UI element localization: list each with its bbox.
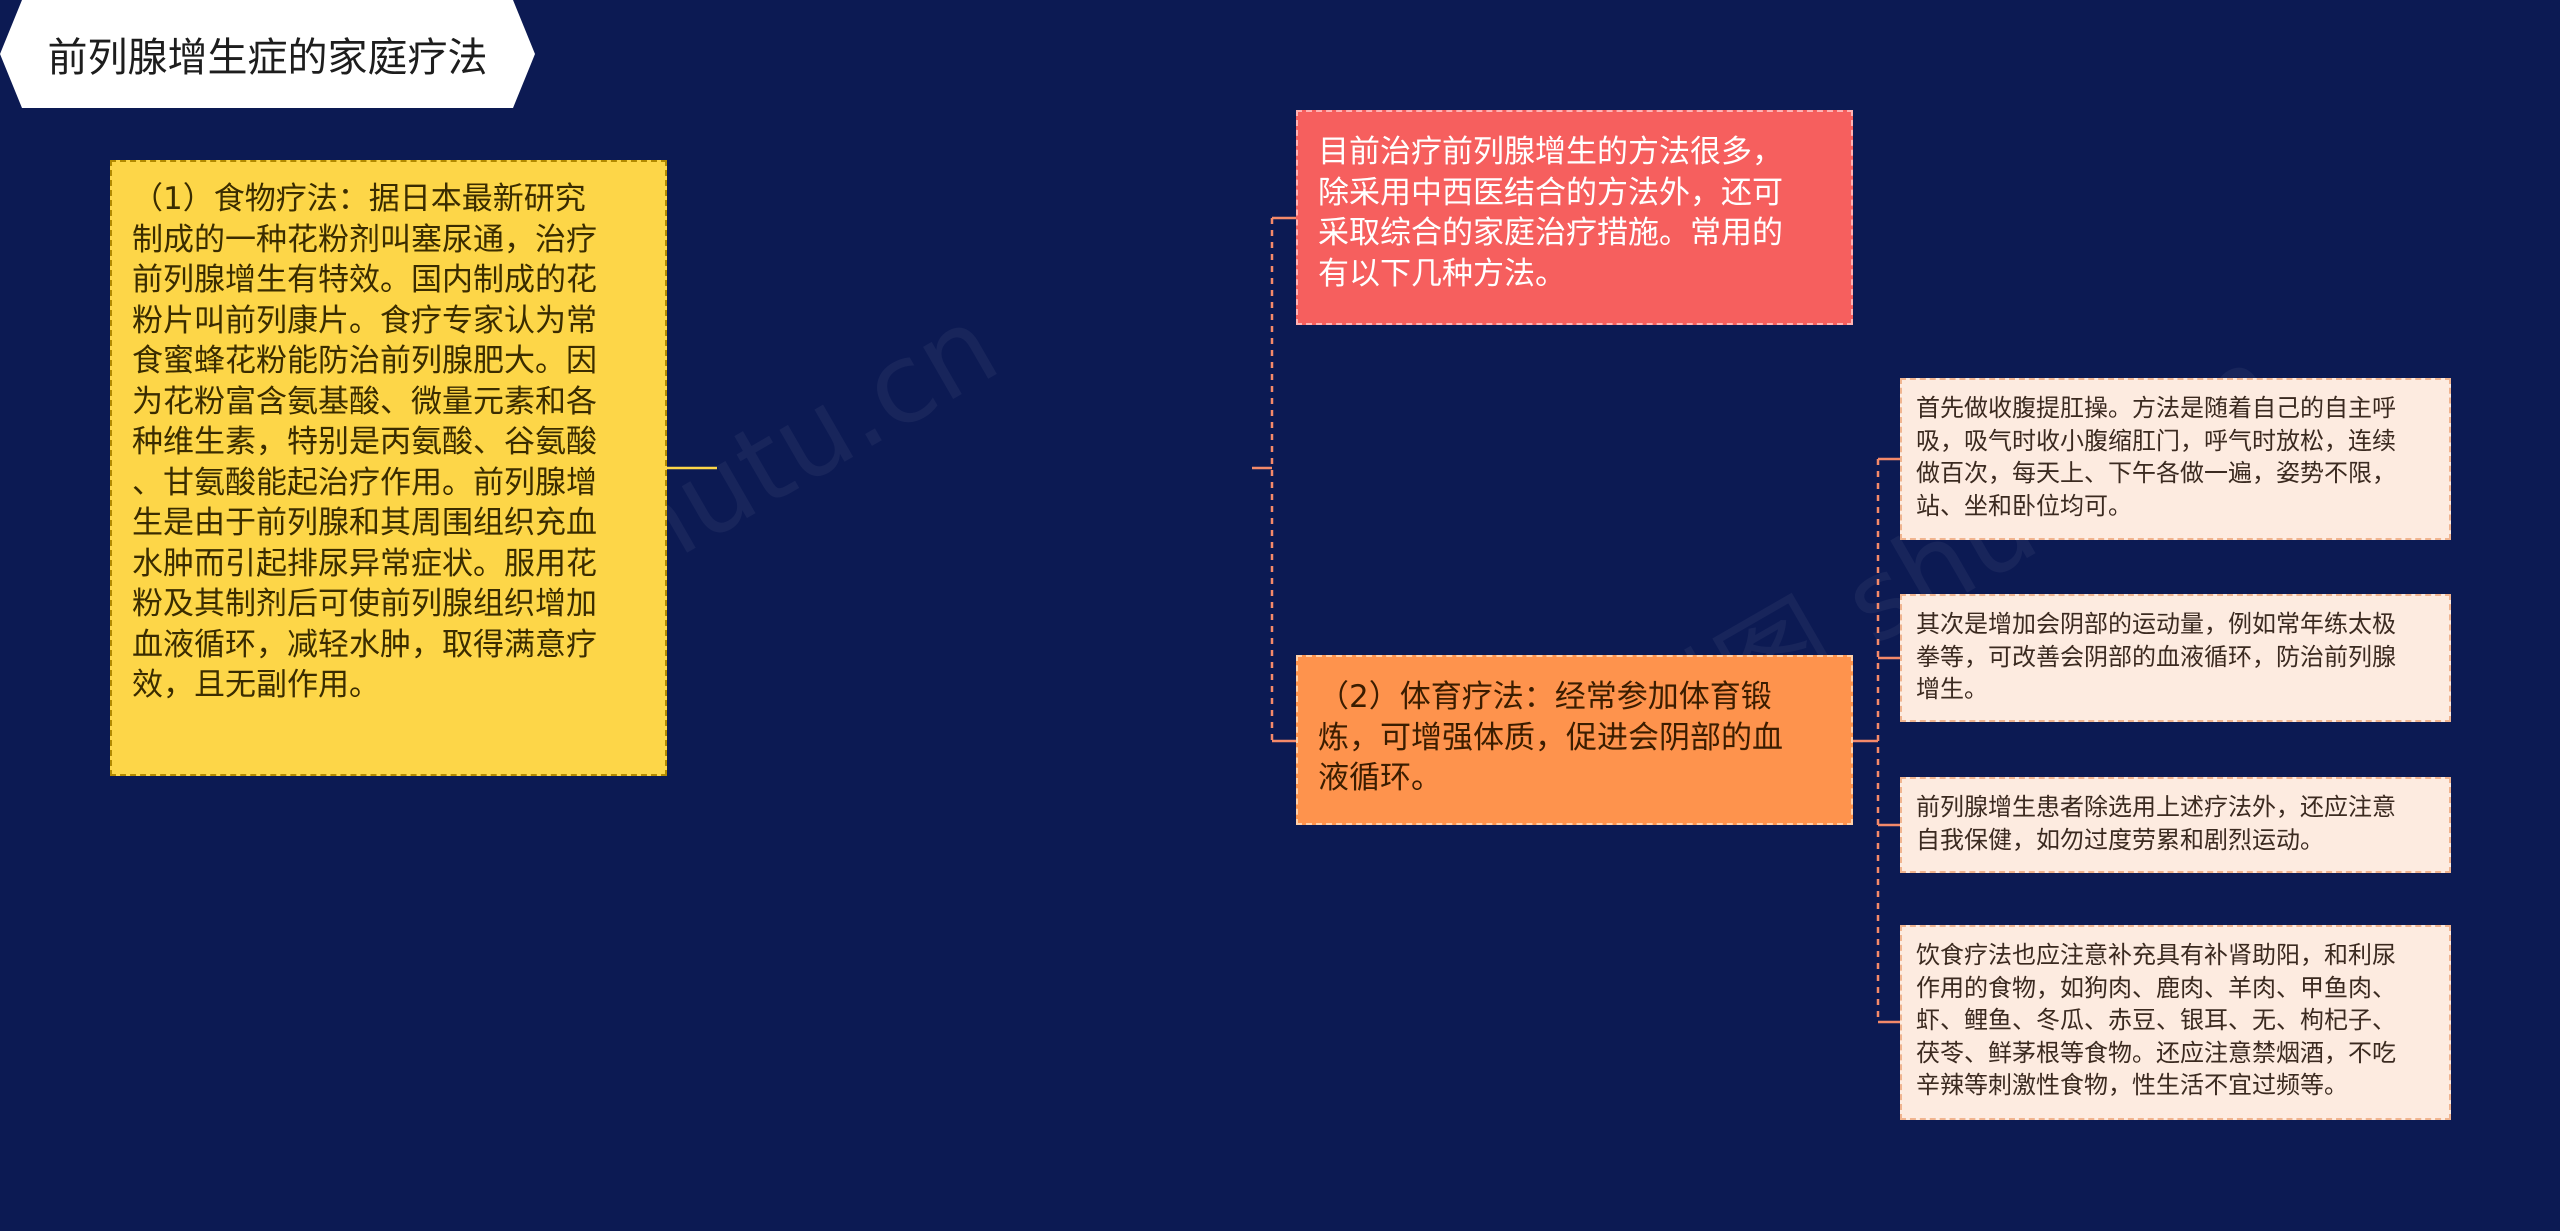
leaf-node-perineal-activity[interactable]: 其次是增加会阴部的运动量，例如常年练太极 拳等，可改善会阴部的血液循环，防治前列… xyxy=(1900,594,2451,722)
leaf-node-perineal-activity-text: 其次是增加会阴部的运动量，例如常年练太极 拳等，可改善会阴部的血液循环，防治前列… xyxy=(1916,610,2396,703)
leaf-node-pelvic-exercise-text: 首先做收腹提肛操。方法是随着自己的自主呼 吸，吸气时收小腹缩肛门，呼气时放松，连… xyxy=(1916,394,2396,520)
leaf-node-diet-text: 饮食疗法也应注意补充具有补肾助阳，和利尿 作用的食物，如狗肉、鹿肉、羊肉、甲鱼肉… xyxy=(1916,941,2396,1099)
leaf-node-pelvic-exercise[interactable]: 首先做收腹提肛操。方法是随着自己的自主呼 吸，吸气时收小腹缩肛门，呼气时放松，连… xyxy=(1900,378,2451,540)
node-exercise-therapy[interactable]: （2）体育疗法：经常参加体育锻 炼，可增强体质，促进会阴部的血 液循环。 xyxy=(1296,655,1853,825)
leaf-node-diet[interactable]: 饮食疗法也应注意补充具有补肾助阳，和利尿 作用的食物，如狗肉、鹿肉、羊肉、甲鱼肉… xyxy=(1900,925,2451,1120)
node-food-therapy[interactable]: （1）食物疗法：据日本最新研究 制成的一种花粉剂叫塞尿通，治疗 前列腺增生有特效… xyxy=(110,160,667,776)
node-intro[interactable]: 目前治疗前列腺增生的方法很多， 除采用中西医结合的方法外，还可 采取综合的家庭治… xyxy=(1296,110,1853,325)
node-exercise-therapy-text: （2）体育疗法：经常参加体育锻 炼，可增强体质，促进会阴部的血 液循环。 xyxy=(1318,679,1783,796)
node-food-therapy-text: （1）食物疗法：据日本最新研究 制成的一种花粉剂叫塞尿通，治疗 前列腺增生有特效… xyxy=(132,181,597,703)
node-intro-text: 目前治疗前列腺增生的方法很多， 除采用中西医结合的方法外，还可 采取综合的家庭治… xyxy=(1318,134,1783,292)
leaf-node-self-care-text: 前列腺增生患者除选用上述疗法外，还应注意 自我保健，如勿过度劳累和剧烈运动。 xyxy=(1916,793,2396,854)
root-node-label: 前列腺增生症的家庭疗法 xyxy=(47,35,488,81)
leaf-node-self-care[interactable]: 前列腺增生患者除选用上述疗法外，还应注意 自我保健，如勿过度劳累和剧烈运动。 xyxy=(1900,777,2451,873)
root-node[interactable]: 前列腺增生症的家庭疗法 xyxy=(0,0,535,108)
